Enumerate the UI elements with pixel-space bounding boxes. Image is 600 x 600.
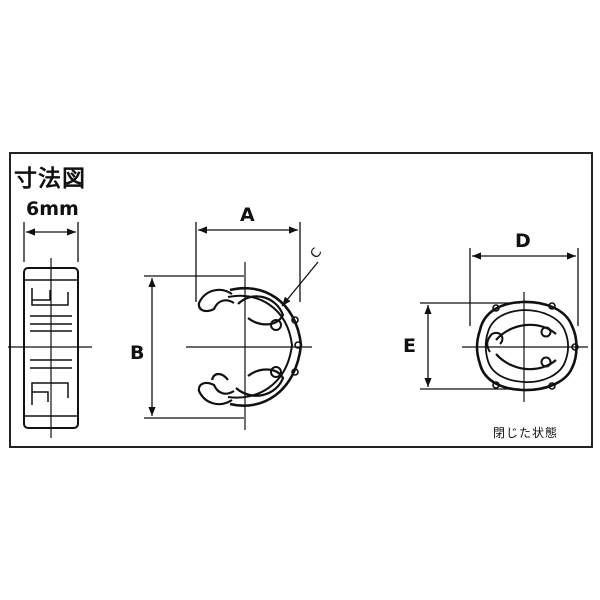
dimension-label-b: B	[130, 342, 145, 364]
lower-arm	[210, 368, 285, 397]
upper-arm	[237, 295, 285, 326]
width-label-6mm: 6mm	[26, 198, 79, 220]
lower-hook	[197, 381, 235, 406]
dimension-label-e: E	[403, 335, 416, 357]
dimension-drawing-frame	[9, 152, 593, 448]
side-view	[8, 222, 92, 438]
closed-upper-pin	[540, 326, 552, 338]
upper-pin	[270, 319, 282, 331]
closed-state-caption: 閉じた状態	[493, 426, 559, 440]
lower-pin	[270, 366, 282, 378]
closed-clip-outer	[475, 300, 578, 392]
dimension-label-a: A	[240, 204, 255, 226]
closed-clip-view	[420, 248, 588, 402]
leader-line-c	[281, 261, 319, 307]
closed-lower-pin	[540, 356, 552, 368]
open-clip-view	[144, 222, 319, 430]
upper-hook	[197, 288, 235, 313]
dimension-label-d: D	[515, 230, 531, 252]
drawing-title: 寸法図	[14, 166, 86, 192]
